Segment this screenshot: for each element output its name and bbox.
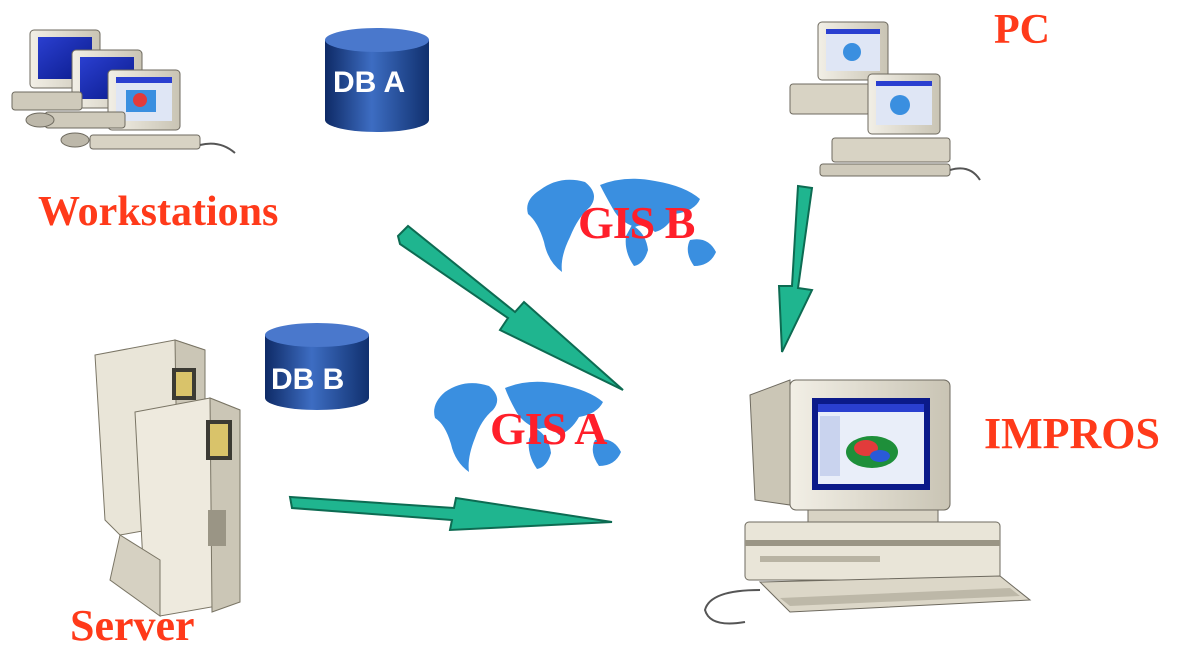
- gis-a-label: GIS A: [490, 403, 607, 454]
- pc-computers-icon: [789, 21, 981, 181]
- server-label: Server: [70, 601, 195, 650]
- flow-arrow-icon: [288, 495, 613, 532]
- workstations-label: Workstations: [38, 189, 279, 235]
- db-b-label: DB B: [271, 363, 345, 396]
- db-a-label: DB A: [333, 66, 406, 99]
- gis-b-label: GIS B: [578, 197, 695, 248]
- world-map-a-icon: [434, 381, 621, 472]
- workstation-computers-icon: [11, 29, 236, 154]
- database-b-cylinder-icon: [265, 323, 369, 410]
- flow-arrow-icon: [396, 224, 624, 391]
- database-a-cylinder-icon: [325, 28, 429, 132]
- impros-label: IMPROS: [984, 409, 1160, 458]
- pc-label: PC: [994, 7, 1050, 53]
- flow-arrow-icon: [777, 184, 814, 353]
- world-map-b-icon: [527, 178, 716, 272]
- server-tower-icon: [94, 339, 241, 617]
- impros-computer-icon: [703, 379, 1032, 625]
